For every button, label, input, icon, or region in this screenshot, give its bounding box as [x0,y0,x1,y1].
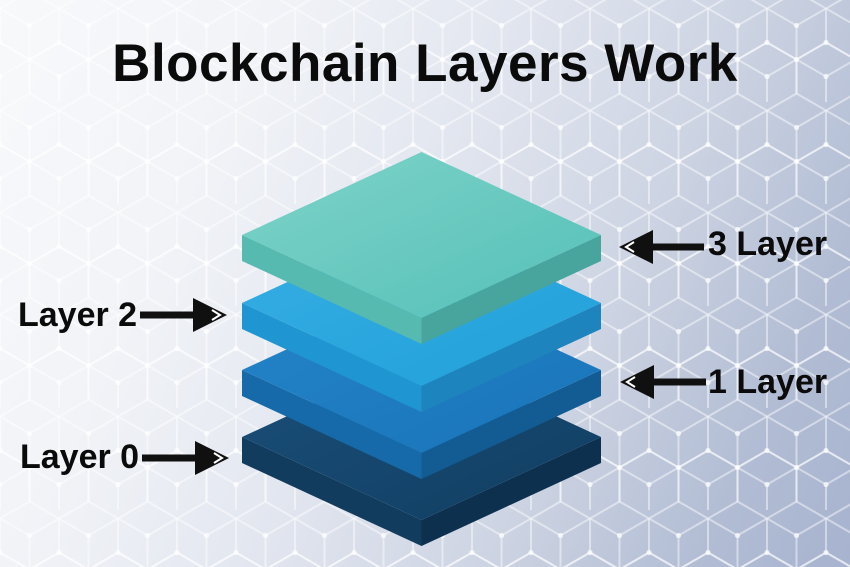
layer-slab-layer-3 [242,152,601,344]
layer-slab-layer-0 [242,354,601,546]
label-layer-0: Layer 0 [20,438,140,476]
layer-slab-layer-2 [242,220,601,412]
label-layer-2: Layer 2 [18,296,138,334]
page-title: Blockchain Layers Work [112,34,738,93]
label-layer-1: 1 Layer [708,363,828,401]
layer-slab-layer-1 [242,287,601,479]
layer-stack [242,152,601,546]
arrow-3-layer [619,230,704,264]
arrow-layer-2 [140,298,227,332]
label-layer-3: 3 Layer [708,225,828,263]
arrow-layer-0 [142,441,229,475]
arrow-1-layer [620,365,706,399]
arrows [140,230,706,475]
